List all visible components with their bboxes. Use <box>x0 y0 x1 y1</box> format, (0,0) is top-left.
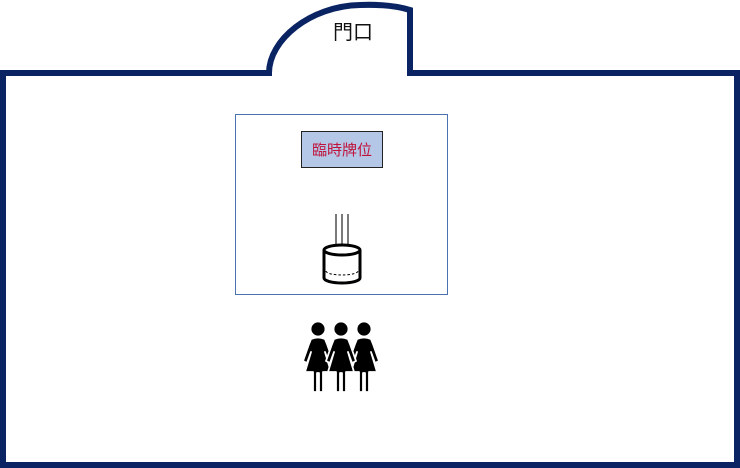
memorial-tablet-label: 臨時牌位 <box>311 141 372 159</box>
door-label: 門口 <box>333 20 373 44</box>
memorial-tablet: 臨時牌位 <box>301 131 383 168</box>
incense-burner-icon <box>322 214 362 285</box>
mourners-group-icon <box>302 320 380 393</box>
altar-area <box>235 114 448 295</box>
